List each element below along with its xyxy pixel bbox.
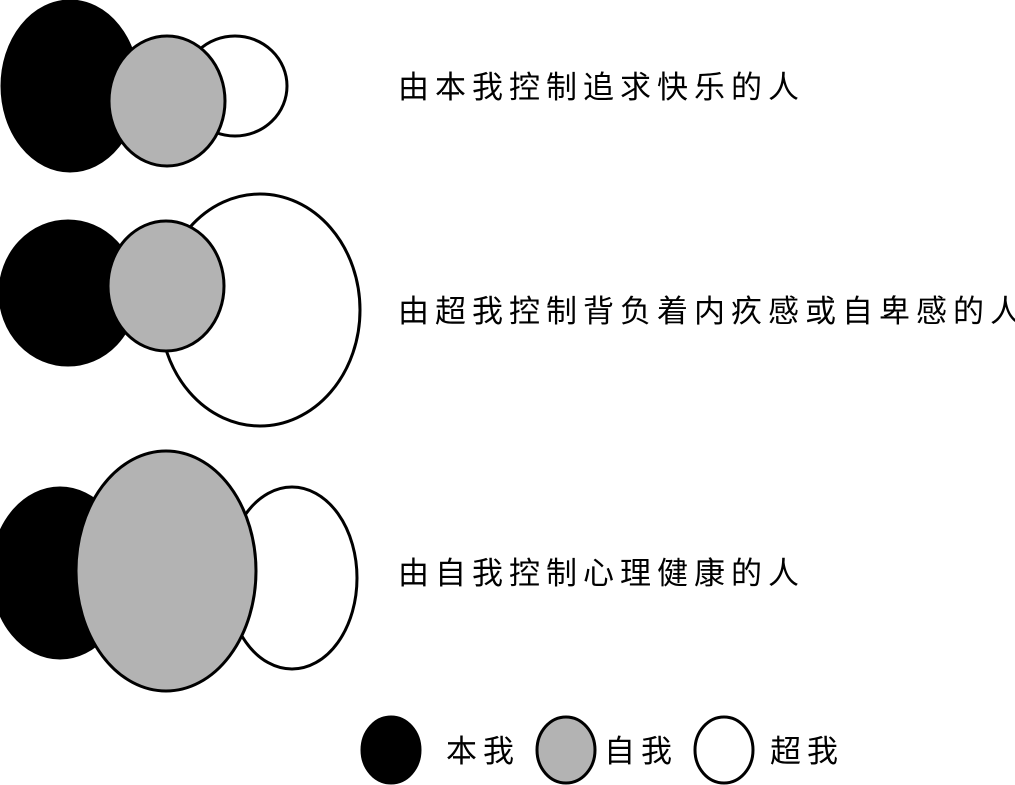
row-id-dominant: 由本我控制追求快乐的人 xyxy=(0,0,805,173)
row-label: 由本我控制追求快乐的人 xyxy=(398,70,805,106)
legend-item-superego: 超我 xyxy=(693,715,844,785)
row-ego-dominant: 由自我控制心理健康的人 xyxy=(0,449,805,693)
legend-label: 自我 xyxy=(604,734,678,770)
legend-label: 本我 xyxy=(446,734,520,770)
ego-ellipse xyxy=(107,34,227,168)
row-label: 由自我控制心理健康的人 xyxy=(398,556,805,592)
legend-swatch-ego xyxy=(535,715,597,785)
legend-item-ego: 自我 xyxy=(535,715,678,785)
legend-item-id: 本我 xyxy=(360,715,520,785)
legend: 本我 自我 超我 xyxy=(360,715,844,785)
ego-ellipse xyxy=(74,449,258,693)
row-superego-dominant: 由超我控制背负着内疚感或自卑感的人 xyxy=(0,192,1015,428)
legend-swatch-superego xyxy=(693,715,755,785)
ego-ellipse xyxy=(106,219,226,353)
legend-swatch-id xyxy=(360,715,422,785)
row-label: 由超我控制背负着内疚感或自卑感的人 xyxy=(398,294,1015,330)
legend-label: 超我 xyxy=(770,734,844,770)
